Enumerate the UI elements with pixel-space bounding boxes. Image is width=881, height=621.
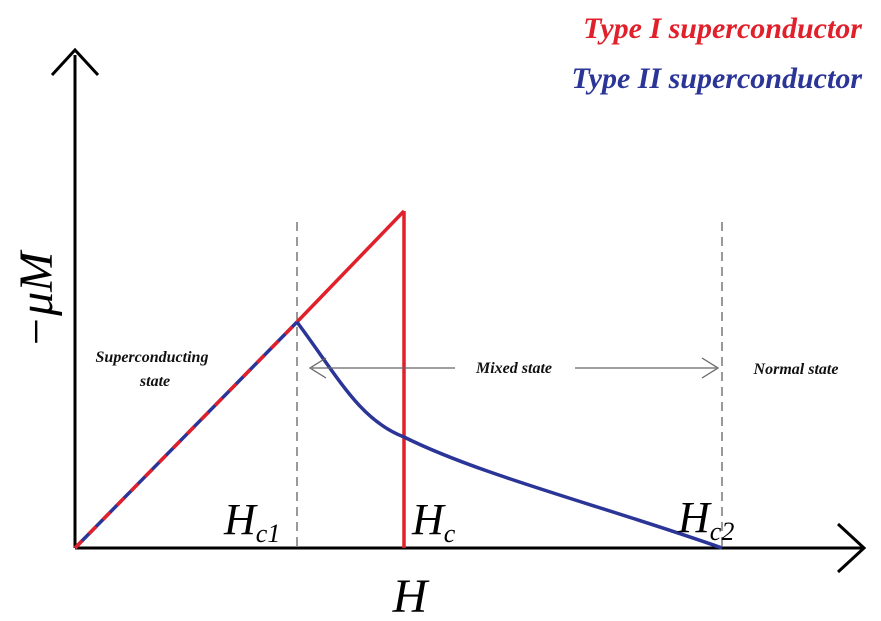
x-axis-label: H [392, 570, 430, 621]
mixed-arrow-left-head [308, 357, 327, 379]
type1-rising-line [295, 209, 406, 324]
superconducting-label-line2: state [139, 373, 170, 390]
x-axis-arrow [836, 522, 867, 574]
y-axis-arrow [50, 47, 100, 77]
type2-decay-curve [295, 320, 723, 550]
hc2-label: Hc2 [677, 493, 734, 546]
legend-type1: Type I superconductor [583, 12, 862, 45]
legend-type2: Type II superconductor [571, 62, 862, 95]
superconducting-label-line1: Superconducting [96, 349, 209, 366]
mixed-state-label: Mixed state [475, 360, 552, 377]
shared-slope-red-dashes [73, 320, 299, 550]
hc-label: Hc [411, 495, 456, 548]
mixed-arrow-right-head [701, 357, 720, 379]
y-axis-label: −μM [10, 249, 63, 348]
hc1-label: Hc1 [223, 495, 280, 548]
normal-state-label: Normal state [753, 361, 839, 378]
